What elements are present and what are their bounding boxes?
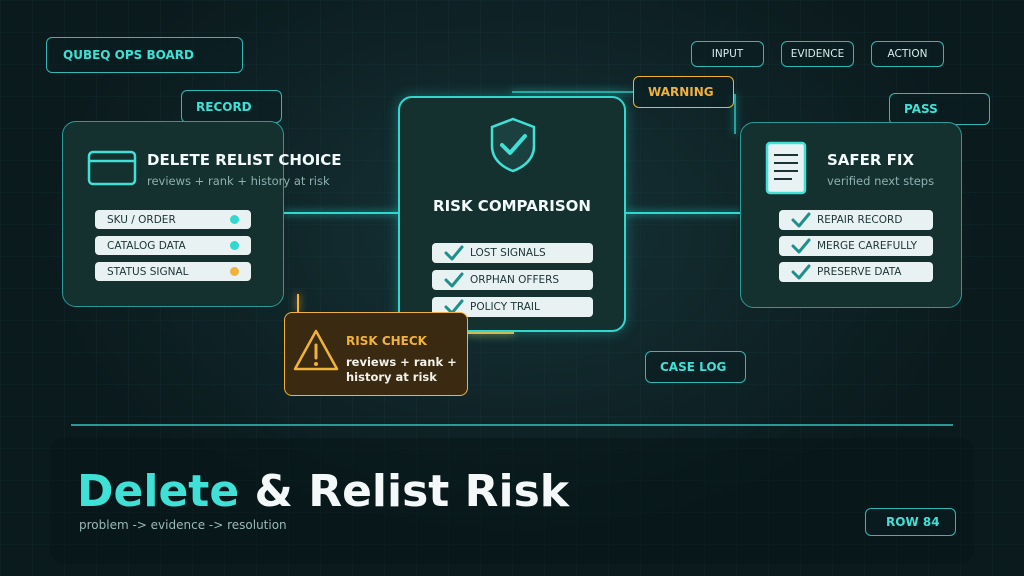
right-card-title: SAFER FIX xyxy=(827,151,915,169)
right-item-label: REPAIR RECORD xyxy=(817,214,903,226)
risk-check-line2: history at risk xyxy=(346,370,437,384)
status-dot xyxy=(230,215,239,224)
right-item-0: REPAIR RECORD xyxy=(779,210,933,230)
connector-left xyxy=(284,212,400,214)
step-input[interactable]: INPUT xyxy=(691,41,764,67)
left-item-2: STATUS SIGNAL xyxy=(95,262,251,281)
check-icon xyxy=(791,264,811,280)
shield-check-icon xyxy=(490,117,536,173)
footer-title-rest: & Relist Risk xyxy=(254,466,570,517)
case-log-tag: CASE LOG xyxy=(645,351,746,383)
left-item-label: SKU / ORDER xyxy=(107,213,176,226)
center-item-label: LOST SIGNALS xyxy=(470,247,546,259)
connector-right xyxy=(626,212,740,214)
footer-title-accent: Delete xyxy=(77,466,240,517)
footer-title: Delete & Relist Risk xyxy=(77,466,569,517)
center-item-0: LOST SIGNALS xyxy=(432,243,593,263)
footer-divider xyxy=(71,424,953,426)
risk-check-title: RISK CHECK xyxy=(346,334,427,348)
left-item-1: CATALOG DATA xyxy=(95,236,251,255)
center-item-label: POLICY TRAIL xyxy=(470,301,540,313)
center-item-label: ORPHAN OFFERS xyxy=(470,274,560,286)
risk-comparison-card: RISK COMPARISON LOST SIGNALS ORPHAN OFFE… xyxy=(398,96,626,332)
board-tag: QUBEQ OPS BOARD xyxy=(46,37,243,73)
window-icon xyxy=(87,150,137,186)
pass-tag: PASS xyxy=(889,93,990,125)
left-card-title: DELETE RELIST CHOICE xyxy=(147,151,342,169)
left-item-label: STATUS SIGNAL xyxy=(107,265,189,278)
warning-triangle-icon xyxy=(293,329,339,371)
risk-check-line1: reviews + rank + xyxy=(346,355,457,369)
step-evidence[interactable]: EVIDENCE xyxy=(781,41,854,67)
left-item-label: CATALOG DATA xyxy=(107,239,186,252)
right-card-subtitle: verified next steps xyxy=(827,174,935,188)
footer-panel xyxy=(50,438,974,564)
row-tag: ROW 84 xyxy=(865,508,956,536)
right-item-2: PRESERVE DATA xyxy=(779,262,933,282)
center-item-1: ORPHAN OFFERS xyxy=(432,270,593,290)
connector-risk xyxy=(297,294,299,312)
step-action[interactable]: ACTION xyxy=(871,41,944,67)
status-dot xyxy=(230,241,239,250)
check-icon xyxy=(444,272,464,288)
check-icon xyxy=(791,212,811,228)
status-dot xyxy=(230,267,239,276)
connector-top xyxy=(512,91,634,93)
right-item-1: MERGE CAREFULLY xyxy=(779,236,933,256)
delete-relist-card: DELETE RELIST CHOICE reviews + rank + hi… xyxy=(62,121,342,307)
center-item-2: POLICY TRAIL xyxy=(432,297,593,317)
right-item-label: PRESERVE DATA xyxy=(817,266,902,278)
warning-tag: WARNING xyxy=(633,76,734,108)
safer-fix-card: SAFER FIX verified next steps REPAIR REC… xyxy=(740,122,962,308)
check-icon xyxy=(791,238,811,254)
risk-check-card: RISK CHECK reviews + rank + history at r… xyxy=(284,312,468,396)
center-card-title: RISK COMPARISON xyxy=(433,197,591,215)
connector-risk-h xyxy=(468,332,514,334)
left-item-0: SKU / ORDER xyxy=(95,210,251,229)
footer-subtitle: problem -> evidence -> resolution xyxy=(79,518,287,532)
document-icon xyxy=(765,141,807,195)
connector-warning xyxy=(734,94,736,134)
check-icon xyxy=(444,245,464,261)
record-tag: RECORD xyxy=(181,90,282,123)
right-item-label: MERGE CAREFULLY xyxy=(817,240,917,252)
left-card-subtitle: reviews + rank + history at risk xyxy=(147,174,330,188)
